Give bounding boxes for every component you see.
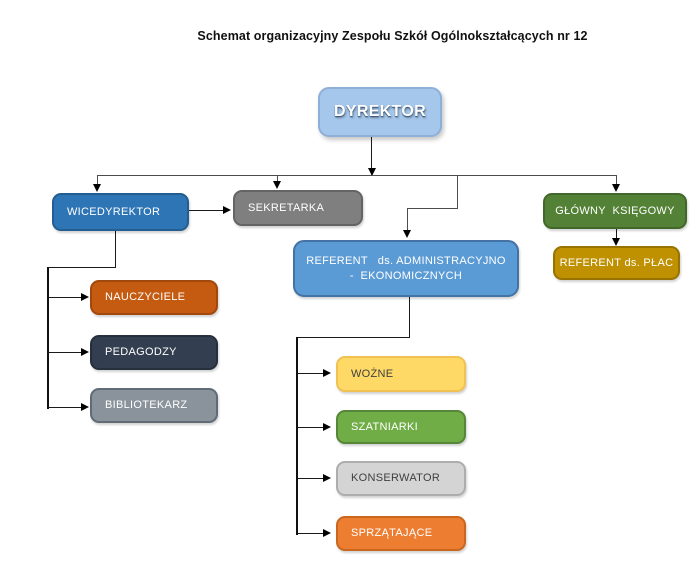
arrowhead — [612, 184, 620, 192]
node-pedagodzy: PEDAGODZY — [90, 335, 218, 370]
arrowhead — [323, 369, 331, 377]
node-dyrektor: DYREKTOR — [318, 87, 442, 137]
connector-line — [298, 427, 324, 428]
connector-line — [189, 210, 224, 211]
node-label: SPRZĄTAJĄCE — [351, 527, 433, 540]
arrowhead — [323, 529, 331, 537]
arrowhead — [223, 206, 231, 214]
node-label: REFERENT ds. PŁAC — [559, 256, 674, 269]
node-bibliotekarz: BIBLIOTEKARZ — [90, 388, 218, 423]
node-glowny-ksiegowy: GŁÓWNY KSIĘGOWY — [543, 193, 687, 229]
node-label: GŁÓWNY KSIĘGOWY — [555, 204, 675, 217]
connector-line — [409, 296, 410, 337]
node-referent-admin: REFERENT ds. ADMINISTRACYJNO - EKONOMICZ… — [293, 240, 519, 297]
arrowhead — [273, 181, 281, 189]
arrowhead — [403, 230, 411, 238]
arrowhead — [612, 238, 620, 246]
connector-line — [115, 231, 116, 267]
arrowhead — [81, 348, 89, 356]
node-label: WOŻNE — [351, 367, 394, 380]
connector-line — [48, 352, 82, 353]
connector-line — [457, 175, 458, 208]
node-konserwator: KONSERWATOR — [336, 461, 466, 496]
connector-line — [407, 208, 408, 231]
node-label: PEDAGODZY — [105, 346, 177, 359]
connector-line — [298, 478, 324, 479]
node-label: SEKRETARKA — [248, 201, 325, 214]
connector-line — [97, 175, 617, 176]
arrowhead — [81, 293, 89, 301]
node-sekretarka: SEKRETARKA — [233, 190, 363, 226]
connector-line — [48, 407, 82, 408]
connector-line — [47, 267, 49, 409]
node-label: SZATNIARKI — [351, 420, 418, 433]
node-nauczyciele: NAUCZYCIELE — [90, 280, 218, 315]
arrowhead — [81, 403, 89, 411]
connector-line — [97, 175, 98, 185]
connector-line — [277, 175, 278, 183]
connector-line — [298, 373, 324, 374]
connector-line — [48, 267, 116, 268]
arrowhead — [368, 168, 376, 176]
node-label: NAUCZYCIELE — [105, 291, 186, 304]
node-referent-plac: REFERENT ds. PŁAC — [553, 246, 680, 280]
arrowhead — [93, 184, 101, 192]
node-sprzatajace: SPRZĄTAJĄCE — [336, 516, 466, 551]
node-label: REFERENT ds. ADMINISTRACYJNO - EKONOMICZ… — [306, 254, 506, 282]
arrowhead — [323, 423, 331, 431]
page-title: Schemat organizacyjny Zespołu Szkół Ogól… — [197, 29, 588, 43]
arrowhead — [323, 474, 331, 482]
connector-line — [407, 208, 458, 209]
connector-line — [296, 337, 298, 535]
node-label: BIBLIOTEKARZ — [105, 399, 188, 412]
connector-line — [298, 533, 324, 534]
connector-line — [616, 229, 617, 239]
node-szatniarki: SZATNIARKI — [336, 410, 466, 444]
node-label: KONSERWATOR — [351, 472, 441, 485]
connector-line — [297, 337, 410, 338]
node-wozne: WOŻNE — [336, 356, 466, 392]
connector-line — [371, 137, 372, 175]
node-wicedyrektor: WICEDYREKTOR — [52, 193, 189, 231]
connector-line — [616, 175, 617, 185]
node-label: DYREKTOR — [334, 103, 426, 121]
connector-line — [48, 297, 82, 298]
node-label: WICEDYREKTOR — [67, 205, 161, 218]
